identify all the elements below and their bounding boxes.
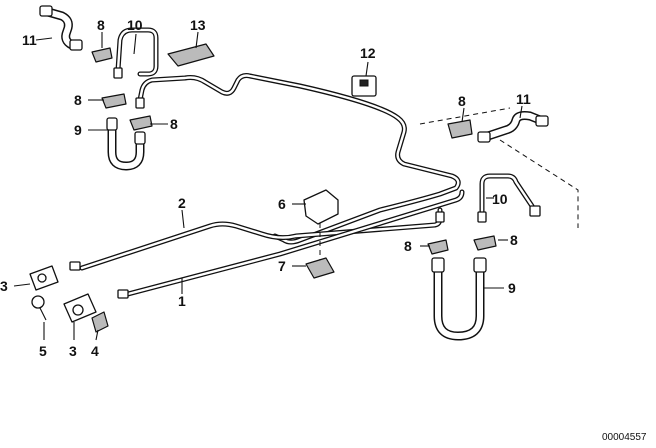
t-connector-icon xyxy=(29,265,97,323)
brake-hose-rear xyxy=(431,257,487,341)
body-outline-dash xyxy=(419,107,579,228)
callout-10-front: 10 xyxy=(127,17,143,33)
callout-8-rear-right: 8 xyxy=(510,232,518,248)
callout-11-rear: 11 xyxy=(516,91,531,107)
callout-8-mid: 8 xyxy=(170,116,178,132)
bracket-icon xyxy=(91,311,109,333)
rear-right-pipe xyxy=(479,173,535,215)
callout-4: 4 xyxy=(91,343,99,359)
mounting-plate-icon xyxy=(167,43,215,67)
callout-2: 2 xyxy=(178,195,186,211)
callout-7: 7 xyxy=(278,258,286,274)
rear-brake-pipe-1 xyxy=(125,189,465,297)
callout-3-right: 3 xyxy=(69,343,77,359)
callout-8-right-top: 8 xyxy=(458,93,466,109)
callout-6: 6 xyxy=(278,196,286,212)
callout-8-rear-left: 8 xyxy=(404,238,412,254)
pipe-clip-icon xyxy=(305,257,335,279)
callout-8-top: 8 xyxy=(97,17,105,33)
pipe-fittings xyxy=(69,67,541,299)
pipe-holder-icon xyxy=(303,189,339,225)
main-brake-pipe xyxy=(137,73,461,245)
flex-hose-rear xyxy=(477,111,549,143)
callout-8-left: 8 xyxy=(74,92,82,108)
callout-11-front: 11 xyxy=(22,32,37,48)
leader-lines xyxy=(13,31,523,341)
flex-hose-front xyxy=(39,5,83,51)
document-number: 00004557 xyxy=(602,432,647,443)
callout-9-rear: 9 xyxy=(508,280,516,296)
callout-5: 5 xyxy=(39,343,47,359)
callout-1: 1 xyxy=(178,293,186,309)
retaining-clip-icon xyxy=(91,47,497,255)
front-left-pipe xyxy=(115,27,159,77)
brake-hose-front xyxy=(106,117,146,171)
callout-10-rear: 10 xyxy=(492,191,508,207)
callout-12: 12 xyxy=(360,45,376,61)
callout-13: 13 xyxy=(190,17,206,33)
callout-3-left: 3 xyxy=(0,278,8,294)
callout-9-front: 9 xyxy=(74,122,82,138)
sensor-block-icon xyxy=(351,75,377,97)
callout-labels: 11 8 10 13 12 8 9 8 8 11 2 6 10 8 8 7 3 … xyxy=(0,17,531,359)
screw-icon xyxy=(31,295,47,321)
